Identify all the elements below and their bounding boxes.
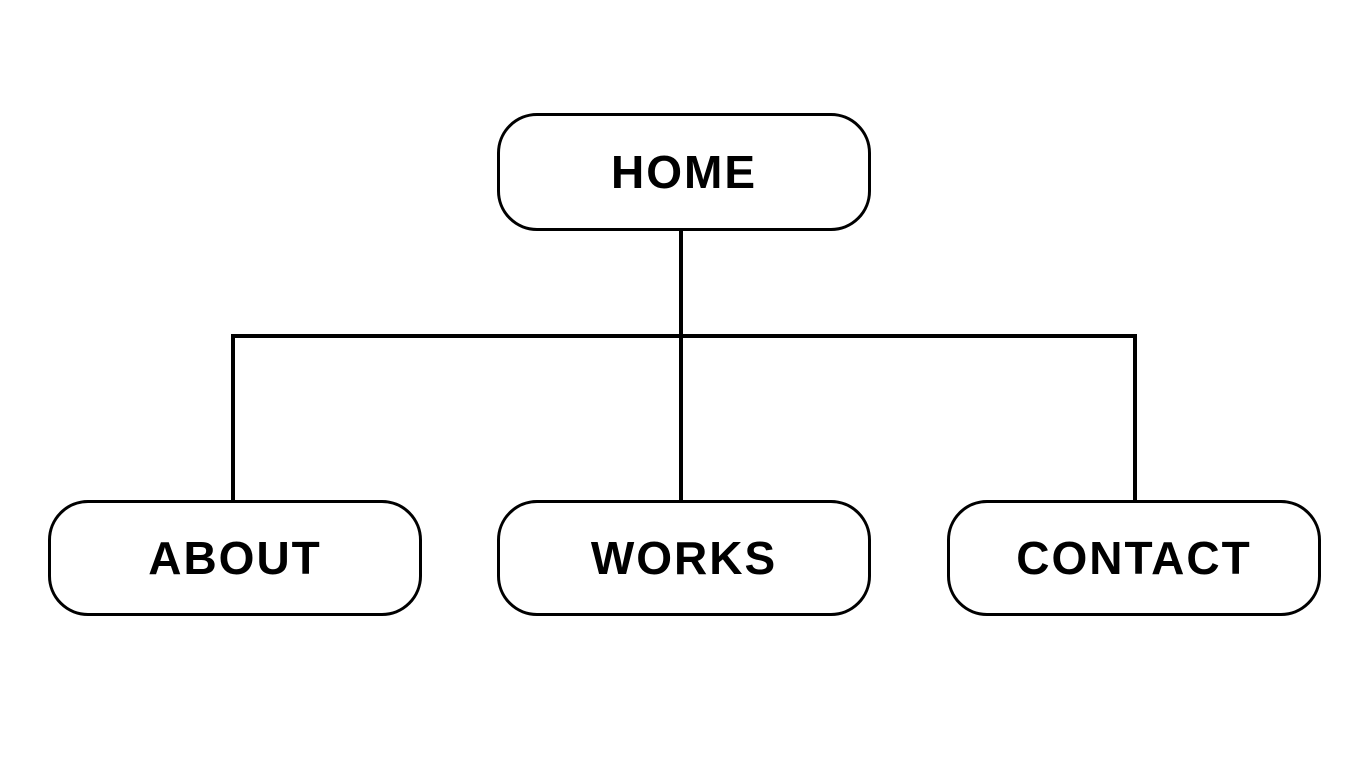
node-home-label: HOME [611,146,757,198]
node-works-label: WORKS [590,532,778,584]
node-about: ABOUT [48,500,422,616]
connector-home-works [679,334,683,502]
node-home: HOME [497,113,871,231]
connector-home-contact [1133,334,1137,502]
connector-horizontal-bus [231,334,1137,338]
node-contact: CONTACT [947,500,1321,616]
node-works: WORKS [497,500,871,616]
connector-home-trunk [679,229,683,338]
connector-home-about [231,334,235,502]
node-about-label: ABOUT [148,532,322,584]
node-contact-label: CONTACT [1016,532,1252,584]
